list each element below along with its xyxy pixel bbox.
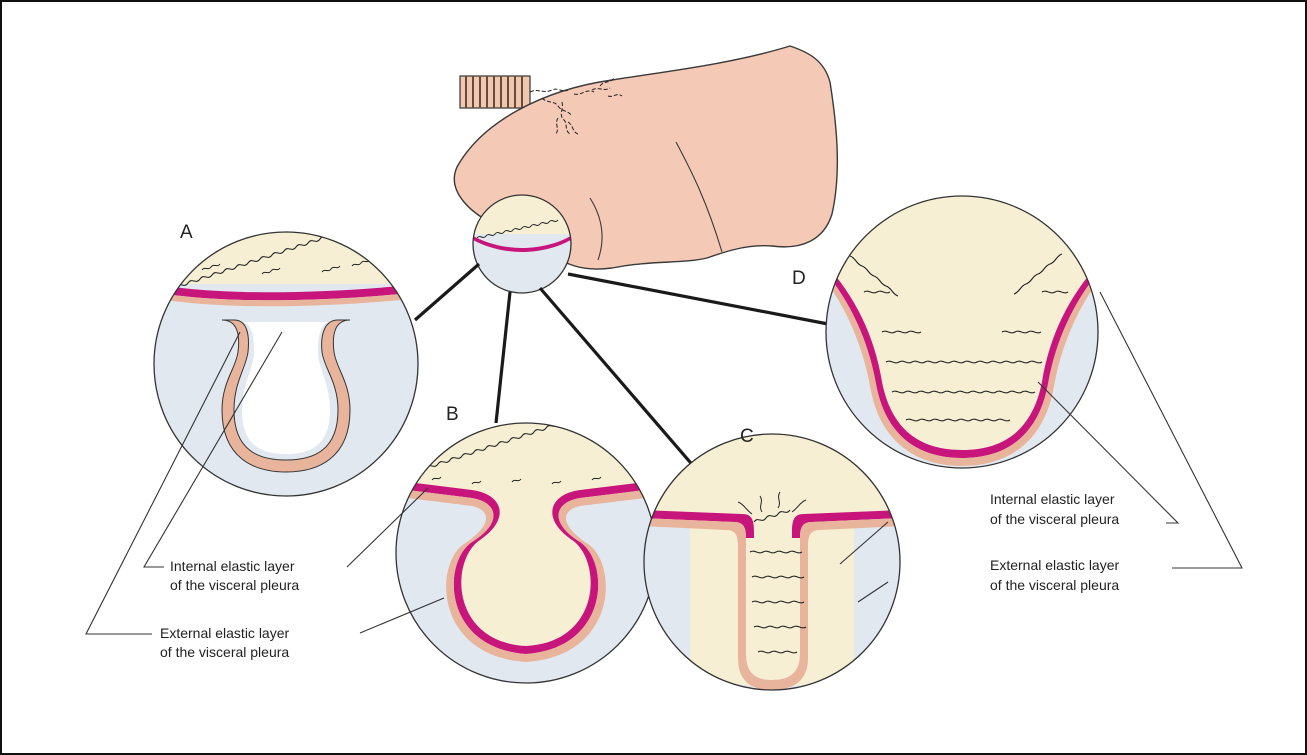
panel-d: D <box>792 196 1102 468</box>
panel-label-c: C <box>740 426 754 447</box>
panel-b: B <box>392 400 662 683</box>
panel-label-b: B <box>446 404 459 425</box>
right-external-line1: External elastic layer <box>990 557 1120 573</box>
left-internal-line1: Internal elastic layer <box>170 558 295 574</box>
connector-D <box>568 274 828 324</box>
connector-A <box>415 264 479 320</box>
right-internal-line1: Internal elastic layer <box>990 491 1115 507</box>
left-external-line2: of the visceral pleura <box>160 644 289 660</box>
panel-label-a: A <box>180 222 193 243</box>
panel-label-d: D <box>792 268 806 289</box>
right-external-line2: of the visceral pleura <box>990 577 1119 593</box>
trachea-icon <box>460 76 530 108</box>
panel-c: C <box>642 426 902 690</box>
left-internal-line2: of the visceral pleura <box>170 577 299 593</box>
connector-B <box>496 292 510 423</box>
callouts-left: Internal elastic layer of the visceral p… <box>160 558 299 660</box>
callouts-right: Internal elastic layer of the visceral p… <box>990 491 1120 593</box>
right-internal-line2: of the visceral pleura <box>990 511 1119 527</box>
panel-a: A <box>142 215 432 496</box>
left-external-line1: External elastic layer <box>160 625 290 641</box>
